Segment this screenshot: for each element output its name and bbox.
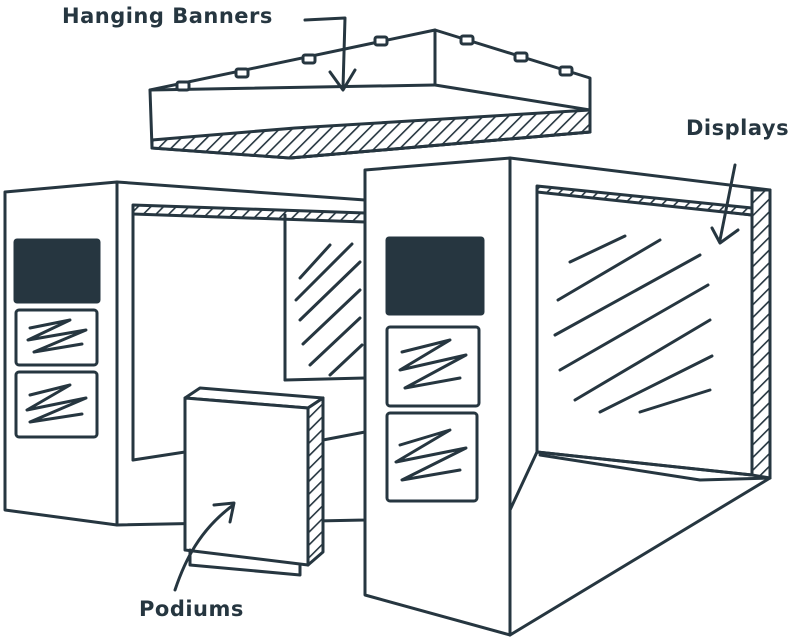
- banner-arrow: [303, 16, 347, 90]
- hanging-banners-label: Hanging Banners: [62, 4, 273, 28]
- right-tower-screen: [385, 236, 485, 316]
- displays-label: Displays: [686, 116, 790, 140]
- displays-arrow: [718, 163, 737, 242]
- podium: [173, 386, 325, 592]
- right-tower: [363, 156, 512, 637]
- left-tower-screen: [13, 238, 101, 304]
- right-booth-section: [508, 156, 772, 637]
- left-tower: [3, 180, 119, 527]
- hanging-banner: [148, 28, 592, 160]
- podiums-label: Podiums: [139, 597, 244, 621]
